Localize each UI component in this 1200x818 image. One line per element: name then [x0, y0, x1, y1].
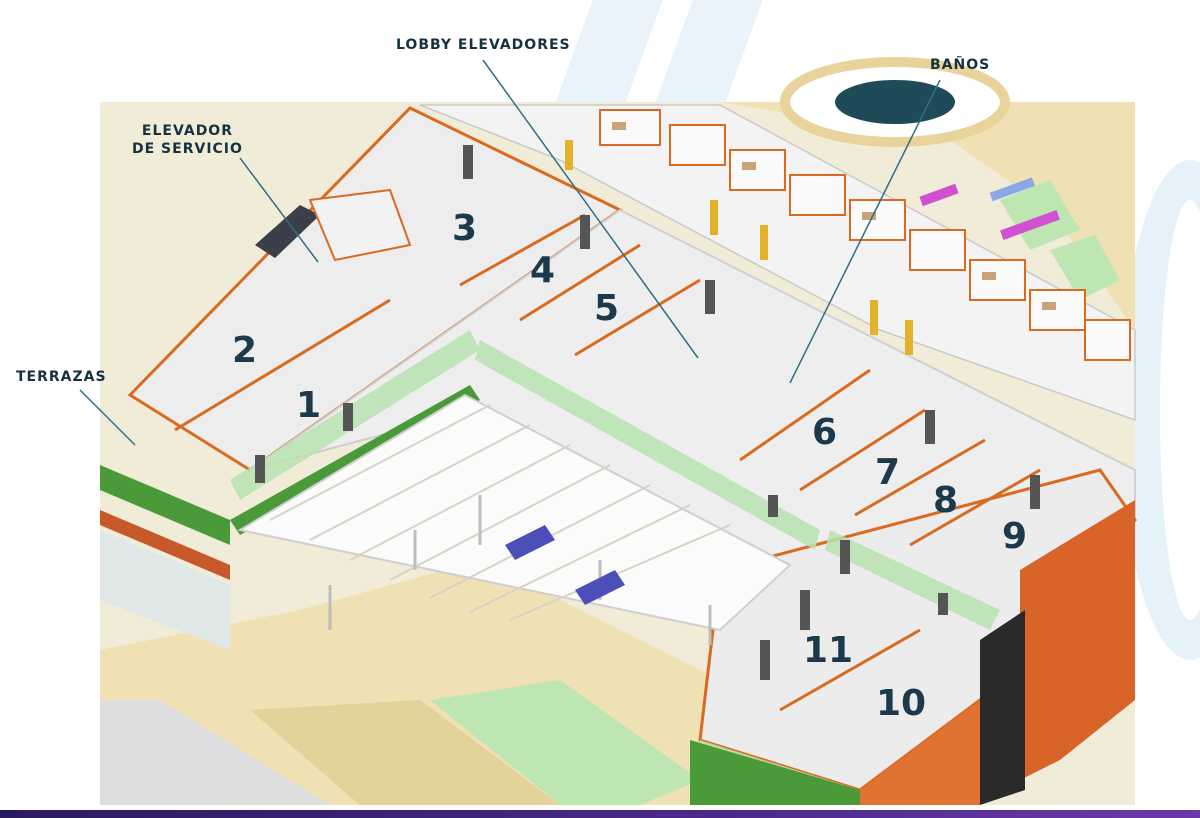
- unit-partition-walls: [174, 213, 1041, 712]
- unit-number-1: 1: [296, 385, 321, 426]
- facade-green-band: [100, 465, 230, 545]
- right-facade-orange: [1020, 500, 1135, 780]
- upper-room-blocks: [599, 109, 1131, 361]
- callout-elevador-line-1: ELEVADOR: [141, 123, 233, 139]
- unit-number-7: 7: [875, 452, 900, 493]
- magenta-bench-1: [919, 183, 959, 207]
- green-patch-2: [1050, 235, 1120, 300]
- upper-rooms-band: [419, 104, 1136, 422]
- green-strip: [430, 680, 700, 805]
- facade-orange-band: [100, 510, 230, 580]
- furniture-marks: [612, 122, 1056, 310]
- callout-leader-lines: [79, 59, 941, 446]
- road-asphalt: [100, 700, 330, 805]
- unit-number-8: 8: [933, 480, 958, 521]
- blue-bench: [989, 177, 1035, 202]
- escalators: [505, 525, 625, 605]
- adjacent-ground: [720, 102, 1135, 330]
- callout-elevador-line-2: DE SERVICIO: [132, 141, 243, 157]
- right-facade-mesh: [980, 610, 1025, 805]
- unit-number-5: 5: [594, 288, 619, 329]
- parking-stripes: [250, 700, 560, 805]
- structural-columns: [255, 145, 1040, 680]
- pergola-slats: [269, 404, 731, 621]
- pergola-roof: [237, 393, 792, 632]
- unit-number-3: 3: [452, 208, 477, 249]
- callout-banos: BAÑOS: [930, 57, 991, 73]
- unit-number-2: 2: [232, 330, 257, 371]
- unit-number-6: 6: [812, 412, 837, 453]
- unit-number-10: 10: [876, 683, 926, 724]
- yellow-wall-accents: [565, 140, 913, 355]
- callout-lobby-elevadores: LOBBY ELEVADORES: [396, 37, 571, 53]
- unit-number-4: 4: [530, 250, 555, 291]
- service-elevator-shaft: [255, 205, 320, 258]
- bottom-accent-bar: [0, 810, 1200, 818]
- right-wing-green-base: [690, 740, 860, 805]
- right-facade-lower: [860, 700, 980, 805]
- callout-terrazas: TERRAZAS: [16, 369, 107, 385]
- service-elevator-room: [308, 188, 412, 262]
- unit-number-11: 11: [803, 630, 853, 671]
- facade-glass: [100, 530, 230, 650]
- unit-number-9: 9: [1002, 516, 1027, 557]
- callout-elevador-servicio: ELEVADOR DE SERVICIO: [132, 122, 243, 158]
- magenta-bench-2: [1000, 210, 1060, 240]
- roundabout-center: [835, 80, 955, 124]
